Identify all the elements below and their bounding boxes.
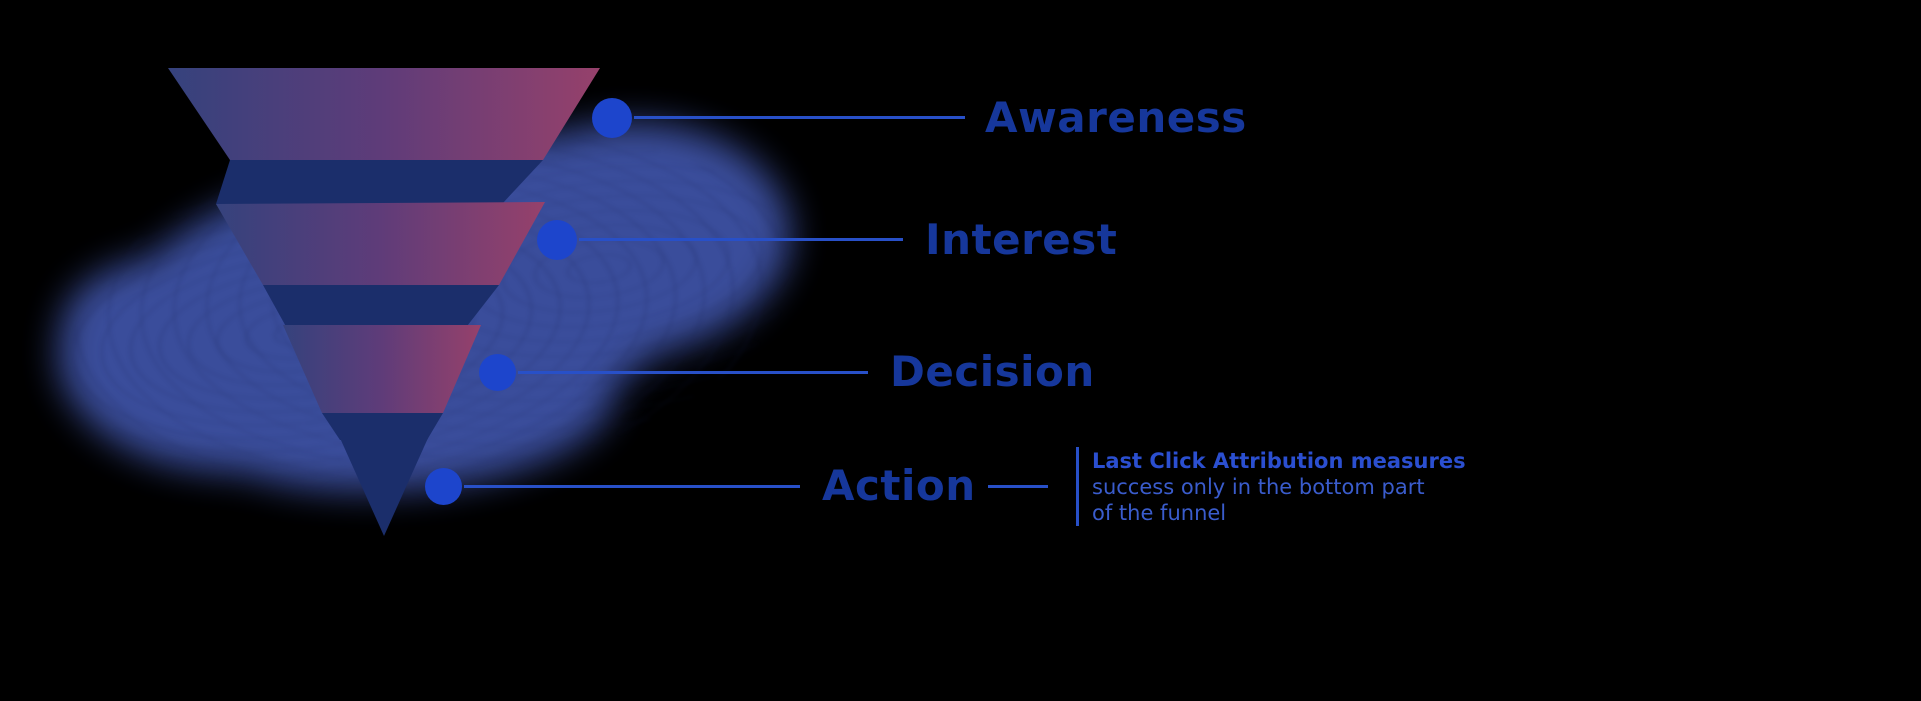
funnel-neck-1	[216, 160, 543, 204]
annotation-block: Last Click Attribution measures success …	[1092, 448, 1466, 526]
decision-leader-line	[518, 371, 868, 374]
action-dot	[425, 468, 462, 505]
action-label: Action	[822, 461, 976, 510]
annotation-divider	[1076, 447, 1079, 526]
funnel-neck-2	[263, 285, 499, 332]
annotation-line-2: success only in the bottom part	[1092, 475, 1425, 499]
interest-leader-line	[579, 238, 903, 241]
funnel-tier-interest	[216, 202, 545, 285]
decision-dot	[479, 354, 516, 391]
action-leader-line	[464, 485, 800, 488]
interest-label: Interest	[925, 215, 1118, 264]
decision-label: Decision	[890, 347, 1095, 396]
awareness-label: Awareness	[985, 93, 1247, 142]
action-annotation-connector	[988, 485, 1048, 488]
interest-dot	[537, 220, 577, 260]
funnel-tier-action	[340, 438, 428, 536]
annotation-line-3: of the funnel	[1092, 501, 1227, 525]
funnel-tier-decision	[283, 325, 481, 413]
funnel-tier-awareness	[168, 68, 600, 160]
awareness-leader-line	[634, 116, 965, 119]
funnel-neck-3	[322, 413, 443, 440]
awareness-dot	[592, 98, 632, 138]
annotation-bold-line: Last Click Attribution measures	[1092, 449, 1466, 473]
